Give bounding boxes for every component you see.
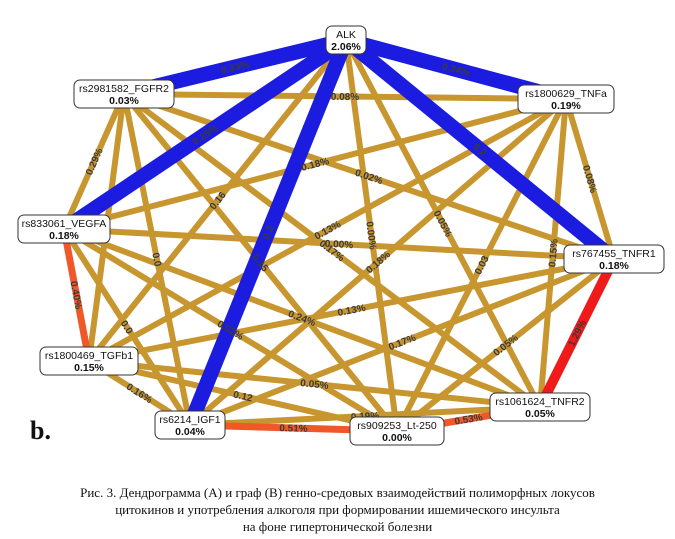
node-name-tnfa: rs1800629_TNFa: [525, 88, 607, 100]
edge-tnfr1-tnfr2: [535, 254, 619, 412]
node-name-fgfr2: rs2981582_FGFR2: [79, 83, 169, 95]
edge-tnfa-tgfb1: [86, 96, 569, 364]
node-value-lt250: 0.00%: [382, 432, 412, 444]
node-name-vegfa: rs833061_VEGFA: [22, 218, 107, 230]
node-value-alk: 2.06%: [331, 41, 361, 53]
node-value-fgfr2: 0.03%: [109, 95, 139, 107]
node-box-vegfa: [17, 214, 111, 244]
edge-label-alk-tnfr2: 0.05%: [431, 209, 454, 239]
edge-tgfb1-tnfr2: [86, 358, 543, 410]
edge-label-vegfa-tnfr1: 0.00%: [324, 239, 353, 252]
node-value-tgfb1: 0.15%: [74, 362, 104, 374]
interaction-graph: 0.160.05%0.00%0.08%0.29%0.02%0.17%0.150.…: [17, 25, 665, 446]
edge-label-tnfa-tnfr2: 0.15%: [547, 238, 560, 267]
edge-label-igf1-lt250: 0.51%: [279, 423, 308, 435]
edge-label-tnfr1-lt250: 0.05%: [492, 333, 521, 359]
edge-label-tnfr1-tgfb1: 0.13%: [337, 303, 367, 319]
node-value-tnfr1: 0.18%: [599, 260, 629, 272]
caption-line-2: цитокинов и употребления алкоголя при фо…: [115, 502, 560, 517]
node-name-tnfr1: rs767455_TNFR1: [572, 248, 656, 260]
edge-alk-lt250: [343, 37, 400, 434]
node-name-alk: ALK: [336, 29, 356, 41]
figure-caption: Рис. 3. Дендрограмма (А) и граф (В) генн…: [0, 484, 675, 535]
edge-tnfr1-tgfb1: [86, 256, 617, 364]
edge-label-tnfa-lt250: 0.03: [473, 254, 492, 277]
edge-fgfr2-tnfr1: [121, 91, 617, 262]
caption-line-3: на фоне гипертонической болезни: [242, 519, 433, 534]
edge-vegfa-igf1: [61, 226, 193, 428]
node-value-tnfa: 0.19%: [551, 100, 581, 112]
edge-label-tgfb1-igf1: 0.16%: [124, 382, 154, 407]
edge-label-vegfa-tgfb1: 0.40%: [67, 280, 83, 310]
edge-label-fgfr2-igf1: 0.0: [149, 252, 163, 268]
node-name-igf1: rs6214_IGF1: [159, 414, 220, 426]
edge-tnfa-vegfa: [61, 96, 569, 232]
edge-labels-layer: 0.160.05%0.00%0.08%0.29%0.02%0.17%0.150.…: [67, 59, 598, 435]
edge-label-alk-lt250: 0.00%: [363, 221, 378, 251]
edge-label-fgfr2-tnfr1: 0.02%: [353, 168, 383, 188]
edge-label-tgfb1-tnfr2: 0.05%: [300, 378, 329, 392]
node-value-tnfr2: 0.05%: [525, 408, 555, 420]
edge-alk-igf1: [182, 32, 354, 433]
edge-igf1-tnfr2: [187, 404, 543, 428]
node-value-vegfa: 0.18%: [49, 230, 79, 242]
edge-label-lt250-tnfr2: 0.53%: [454, 412, 484, 428]
node-box-tnfa: [517, 84, 615, 114]
node-box-fgfr2: [73, 79, 175, 109]
node-box-alk: [325, 25, 367, 55]
edges-layer: [56, 32, 622, 435]
edge-tnfa-igf1: [187, 96, 569, 428]
edge-tnfa-tnfr1: [563, 96, 617, 262]
edge-label-tnfa-tnfr1: 0.08%: [580, 164, 599, 194]
edge-tnfa-lt250: [394, 96, 569, 434]
edge-label-tnfr1-tnfr2: 1.29%: [567, 318, 590, 348]
edge-label-fgfr2-tnfa: 0.08%: [331, 92, 360, 103]
node-name-lt250: rs909253_Lt-250: [357, 420, 437, 432]
panel-label: b.: [30, 416, 51, 445]
edge-fgfr2-tnfa: [121, 91, 569, 102]
caption-line-1: Рис. 3. Дендрограмма (А) и граф (В) генн…: [80, 485, 595, 500]
edge-alk-tnfr1: [338, 32, 622, 267]
edge-label-alk-igf1: 0.3: [261, 224, 277, 241]
edge-label-fgfr2-vegfa: 0.29%: [84, 147, 106, 177]
edge-alk-vegfa: [56, 32, 354, 237]
node-box-igf1: [154, 410, 226, 440]
node-box-lt250: [349, 416, 445, 446]
edge-label-tnfr1-igf1: 0.17%: [387, 333, 418, 354]
node-value-igf1: 0.04%: [175, 426, 205, 438]
edge-vegfa-tgfb1: [60, 225, 93, 365]
edge-fgfr2-vegfa: [61, 91, 127, 232]
node-name-tnfr2: rs1061624_TNFR2: [495, 396, 584, 408]
node-box-tgfb1: [39, 346, 139, 376]
node-box-tnfr1: [563, 244, 665, 274]
edge-label-tgfb1-lt250: 0.12: [232, 389, 254, 404]
edge-tnfr1-lt250: [394, 256, 617, 434]
node-name-tgfb1: rs1800469_TGFb1: [45, 350, 133, 362]
node-box-tnfr2: [489, 392, 591, 422]
edge-vegfa-tnfr1: [61, 226, 617, 262]
